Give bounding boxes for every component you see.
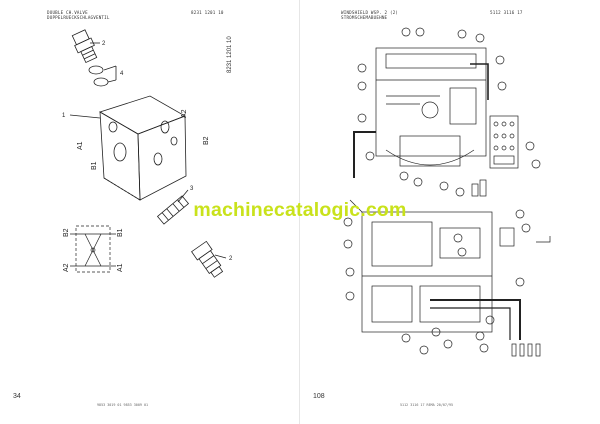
leader-3 bbox=[177, 189, 189, 203]
schem-b1: B1 bbox=[117, 228, 124, 237]
port-b1: B1 bbox=[91, 161, 98, 170]
callout-1: 1 bbox=[62, 113, 66, 119]
left-header-subtitle: DOPPELRUECKSCHLAGVENTIL bbox=[47, 15, 110, 20]
left-catalog-page: DOUBLE CH.VALVE DOPPELRUECKSCHLAGVENTIL … bbox=[13, 10, 233, 407]
schem-a2: A2 bbox=[63, 263, 70, 272]
upper-cabin-panel bbox=[375, 47, 487, 167]
callout-2-bottom: 2 bbox=[229, 256, 233, 262]
right-header-title: WINDSHIELD WSP. 2 (2) bbox=[341, 10, 399, 15]
schem-a1: A1 bbox=[117, 263, 124, 272]
callout-2-top: 2 bbox=[102, 41, 106, 47]
o-ring-top-2 bbox=[93, 77, 109, 87]
port-a1: A1 bbox=[77, 141, 84, 150]
left-footer: 9853 3019 01 9853 3009 01 bbox=[97, 403, 149, 407]
port-labels: A1 B1 A2 B2 bbox=[77, 109, 210, 170]
callout-3: 3 bbox=[190, 186, 194, 192]
leader-4b bbox=[107, 79, 117, 83]
left-header-title: DOUBLE CH.VALVE bbox=[47, 10, 88, 15]
leader-2b bbox=[214, 254, 227, 259]
leader-4a bbox=[103, 65, 117, 71]
left-page-number: 34 bbox=[13, 393, 21, 400]
bottom-connectors bbox=[511, 343, 541, 357]
cable-harness-left bbox=[353, 131, 376, 178]
bottom-plug bbox=[191, 240, 224, 278]
side-control-panel bbox=[489, 115, 519, 169]
left-header-code: 8231 1201 10 bbox=[191, 10, 224, 15]
right-header-subtitle: STROMSCHEMABUEHNE bbox=[341, 15, 388, 20]
right-callout-circles bbox=[343, 27, 541, 355]
port-a2: A2 bbox=[181, 109, 188, 118]
top-fitting bbox=[71, 29, 98, 64]
valve-block bbox=[99, 95, 187, 201]
valve-exploded-diagram bbox=[69, 29, 227, 278]
lower-cabin-frame bbox=[349, 199, 493, 333]
right-header-code: 5112 3116 17 bbox=[490, 10, 523, 15]
callout-4: 4 bbox=[120, 71, 124, 77]
port-b2: B2 bbox=[203, 136, 210, 145]
page-divider bbox=[299, 0, 300, 424]
cable-harness-top bbox=[470, 63, 489, 100]
right-side-components bbox=[471, 179, 551, 247]
right-footer: 5112 3116 17 REMA 20/07/95 bbox=[400, 403, 454, 407]
watermark-text: machinecatalogic.com bbox=[193, 199, 407, 221]
cable-harness-bottom-2 bbox=[430, 307, 511, 340]
schem-b2: B2 bbox=[63, 228, 70, 237]
cable-harness-bottom bbox=[430, 299, 521, 340]
schematic-labels: B2 B1 A2 A1 bbox=[63, 228, 124, 272]
hydraulic-schematic bbox=[70, 225, 116, 273]
o-ring-top-1 bbox=[88, 65, 104, 75]
electrical-cabin-diagram bbox=[343, 27, 551, 357]
leader-1 bbox=[69, 114, 101, 119]
left-callouts: 2 1 3 4 2 bbox=[62, 41, 233, 262]
right-page-number: 108 bbox=[313, 393, 325, 400]
